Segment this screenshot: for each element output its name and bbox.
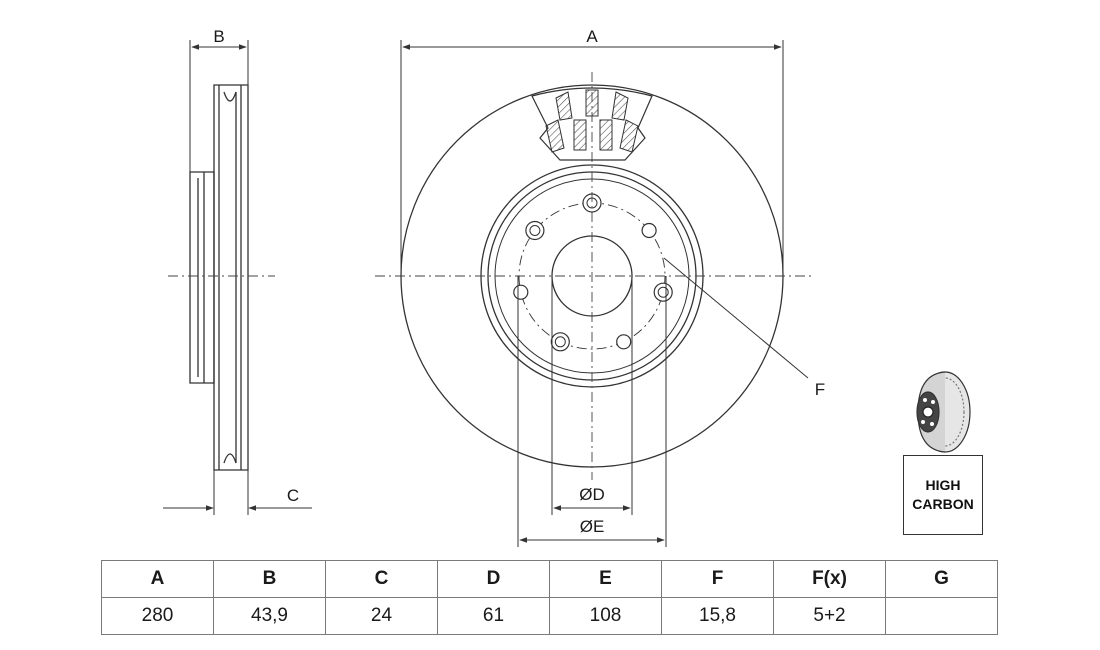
spec-table: A B C D E F F(x) G 280 43,9 24 61 108 15… [101, 560, 998, 635]
bolt-hole [513, 284, 529, 300]
header-d: D [437, 560, 550, 598]
dimension-f-label: F [815, 380, 825, 399]
front-view-centerlines [375, 72, 812, 480]
header-b: B [213, 560, 326, 598]
bolt-hole [641, 222, 657, 239]
bolt-hole [653, 282, 673, 302]
dimension-d-label: ØD [579, 485, 605, 504]
dimension-a-label: A [586, 27, 598, 46]
header-e: E [549, 560, 662, 598]
high-carbon-badge: HIGH CARBON [903, 455, 983, 535]
dimension-c [163, 470, 312, 515]
dimension-a [400, 40, 784, 276]
value-f: 15,8 [661, 597, 774, 635]
badge-line-1: HIGH [925, 477, 961, 493]
disc-side-view [189, 84, 249, 471]
badge-line-2: CARBON [912, 496, 974, 512]
bolt-hole-inner-ring [657, 286, 669, 298]
dimension-b [189, 40, 249, 172]
header-a: A [101, 560, 214, 598]
dimension-f-leader [663, 257, 809, 379]
value-a: 280 [101, 597, 214, 635]
dimension-c-label: C [287, 486, 299, 505]
bolt-hole-inner-ring [554, 336, 566, 348]
bolt-holes [513, 193, 673, 352]
vent-section-cutaway [531, 87, 653, 161]
value-c: 24 [325, 597, 438, 635]
dimension-d [551, 276, 633, 515]
bolt-hole [616, 334, 632, 350]
disc-3d-thumbnail [916, 371, 971, 453]
value-d: 61 [437, 597, 550, 635]
bolt-hole [525, 220, 545, 241]
header-c: C [325, 560, 438, 598]
spec-header-row: A B C D E F F(x) G [101, 560, 998, 598]
value-g [885, 597, 998, 635]
bolt-hole-inner-ring [529, 225, 541, 236]
header-f: F [661, 560, 774, 598]
dimension-e [517, 276, 667, 547]
dimension-e-label: ØE [580, 517, 605, 536]
header-fx: F(x) [773, 560, 886, 598]
spec-value-row: 280 43,9 24 61 108 15,8 5+2 [101, 597, 998, 635]
dimension-b-label: B [213, 27, 224, 46]
value-fx: 5+2 [773, 597, 886, 635]
bolt-hole [550, 332, 570, 352]
value-e: 108 [549, 597, 662, 635]
header-g: G [885, 560, 998, 598]
value-b: 43,9 [213, 597, 326, 635]
brake-disc-drawing: B C A [163, 27, 971, 547]
